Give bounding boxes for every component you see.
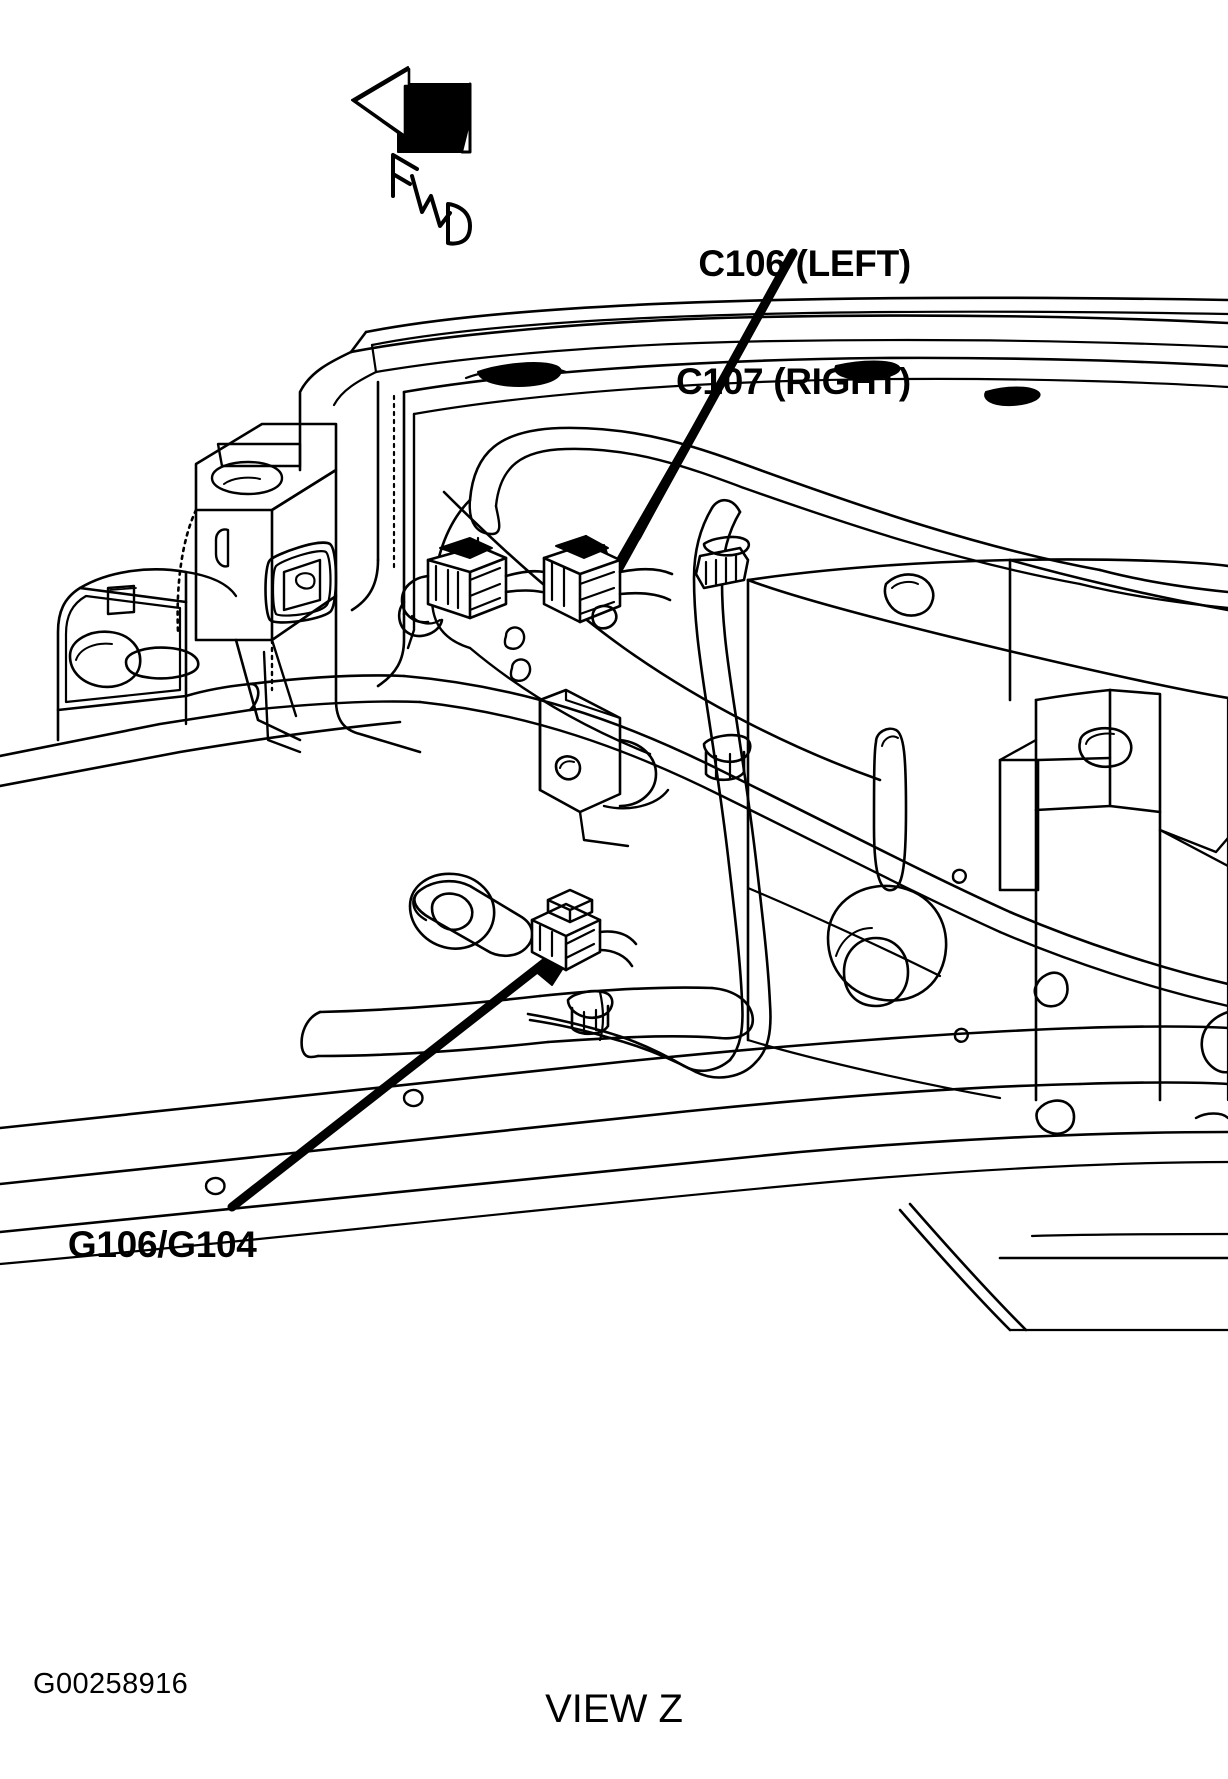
fwd-arrow-icon xyxy=(351,66,472,246)
lower-frame-rail xyxy=(0,674,1228,1008)
callout-ground-line1: G106/G104 xyxy=(67,1224,257,1266)
callout-connectors-line2: C107 (RIGHT) xyxy=(676,361,911,403)
bottom-right-edges xyxy=(898,1202,1228,1332)
harness-clip-upper xyxy=(694,535,751,590)
left-angle-bracket xyxy=(56,568,238,742)
callout-connectors: C106 (LEFT) C107 (RIGHT) xyxy=(676,166,911,480)
center-panel-holes xyxy=(503,626,532,682)
connector-left xyxy=(397,536,546,638)
callout-ground: G106/G104 xyxy=(28,1186,257,1304)
panel-embossed-slots xyxy=(464,360,1041,407)
right-edge-clips xyxy=(883,573,1069,1008)
right-side-panel xyxy=(746,558,1228,1102)
center-lower-tab xyxy=(538,688,670,848)
lower-diagonal-tube xyxy=(300,986,755,1059)
figure-id-code: G00258916 xyxy=(33,1668,189,1700)
leader-line-ground xyxy=(227,931,587,1212)
callout-connectors-line1: C106 (LEFT) xyxy=(698,243,911,285)
right-edge-detail xyxy=(1035,1010,1228,1135)
support-curved-rib xyxy=(468,426,1228,610)
connector-right xyxy=(542,534,674,630)
caption-view-title: VIEW Z xyxy=(545,1686,683,1731)
center-structure-web xyxy=(350,380,882,782)
center-panel-emboss xyxy=(262,541,422,754)
figure-caption: VIEW Z RT SIDE SHOWN, LT SIDE TYPICAL xyxy=(0,1592,1228,1779)
bottom-panel xyxy=(0,1025,1228,1266)
harness-clip-lower xyxy=(702,733,752,782)
ground-eyelet-terminal xyxy=(408,872,638,972)
